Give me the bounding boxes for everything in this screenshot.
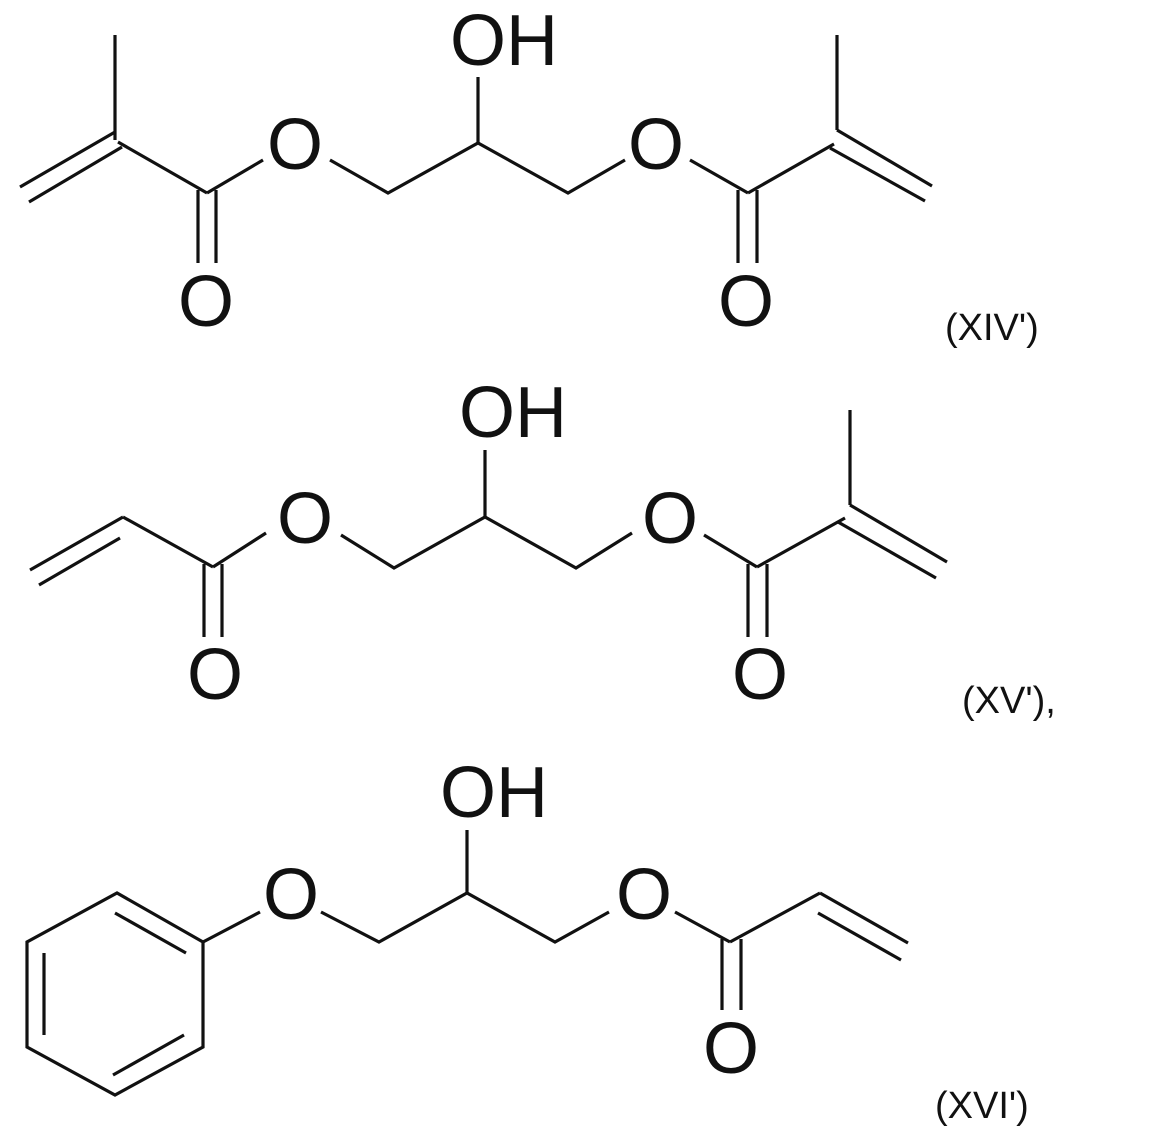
structure-xvi: O OH O O (XVI')	[27, 753, 1029, 1127]
hydroxyl-label: OH	[440, 753, 548, 833]
bond	[213, 533, 266, 567]
compound-label: (XIV')	[945, 307, 1039, 349]
hydroxyl-label: OH	[459, 373, 567, 453]
ester-oxygen-label: O	[628, 105, 684, 185]
alkene-double-bond-a	[820, 893, 908, 943]
glycerol-chain	[330, 143, 625, 193]
alkene-double-bond-b	[39, 538, 120, 585]
compound-label: (XVI')	[935, 1085, 1029, 1127]
hydroxyl-label: OH	[450, 1, 558, 81]
carbonyl-oxygen-label: O	[178, 262, 234, 342]
carbonyl-oxygen-label: O	[718, 262, 774, 342]
bond	[690, 160, 748, 193]
ester-oxygen-label: O	[277, 479, 333, 559]
compound-label: (XV'),	[962, 680, 1056, 722]
glycerol-chain	[321, 893, 609, 942]
carbonyl-oxygen-label: O	[732, 635, 788, 715]
aromatic-inner-bond	[113, 1035, 184, 1075]
structure-xv: O O OH O O (XV'),	[30, 373, 1056, 722]
glycerol-chain	[341, 517, 632, 568]
bond	[675, 912, 730, 942]
alkene-double-bond-b	[838, 522, 936, 578]
ester-oxygen-label: O	[267, 105, 323, 185]
bond	[203, 912, 260, 942]
carbonyl-oxygen-label: O	[703, 1009, 759, 1089]
bond	[757, 518, 845, 567]
benzene-ring	[27, 893, 203, 1095]
bond	[207, 160, 263, 193]
bond	[123, 517, 213, 567]
ester-oxygen-label: O	[616, 855, 672, 935]
bond	[704, 535, 757, 567]
ester-oxygen-label: O	[642, 479, 698, 559]
aromatic-inner-bond	[115, 913, 186, 953]
bond	[748, 144, 834, 193]
alkene-double-bond-a	[850, 505, 947, 562]
bond	[118, 142, 207, 193]
alkene-double-bond-b	[818, 913, 901, 960]
bond	[730, 893, 820, 942]
carbonyl-oxygen-label: O	[187, 635, 243, 715]
structure-xiv: O O OH O O (XIV')	[20, 1, 1039, 349]
ether-oxygen-label: O	[263, 855, 319, 935]
